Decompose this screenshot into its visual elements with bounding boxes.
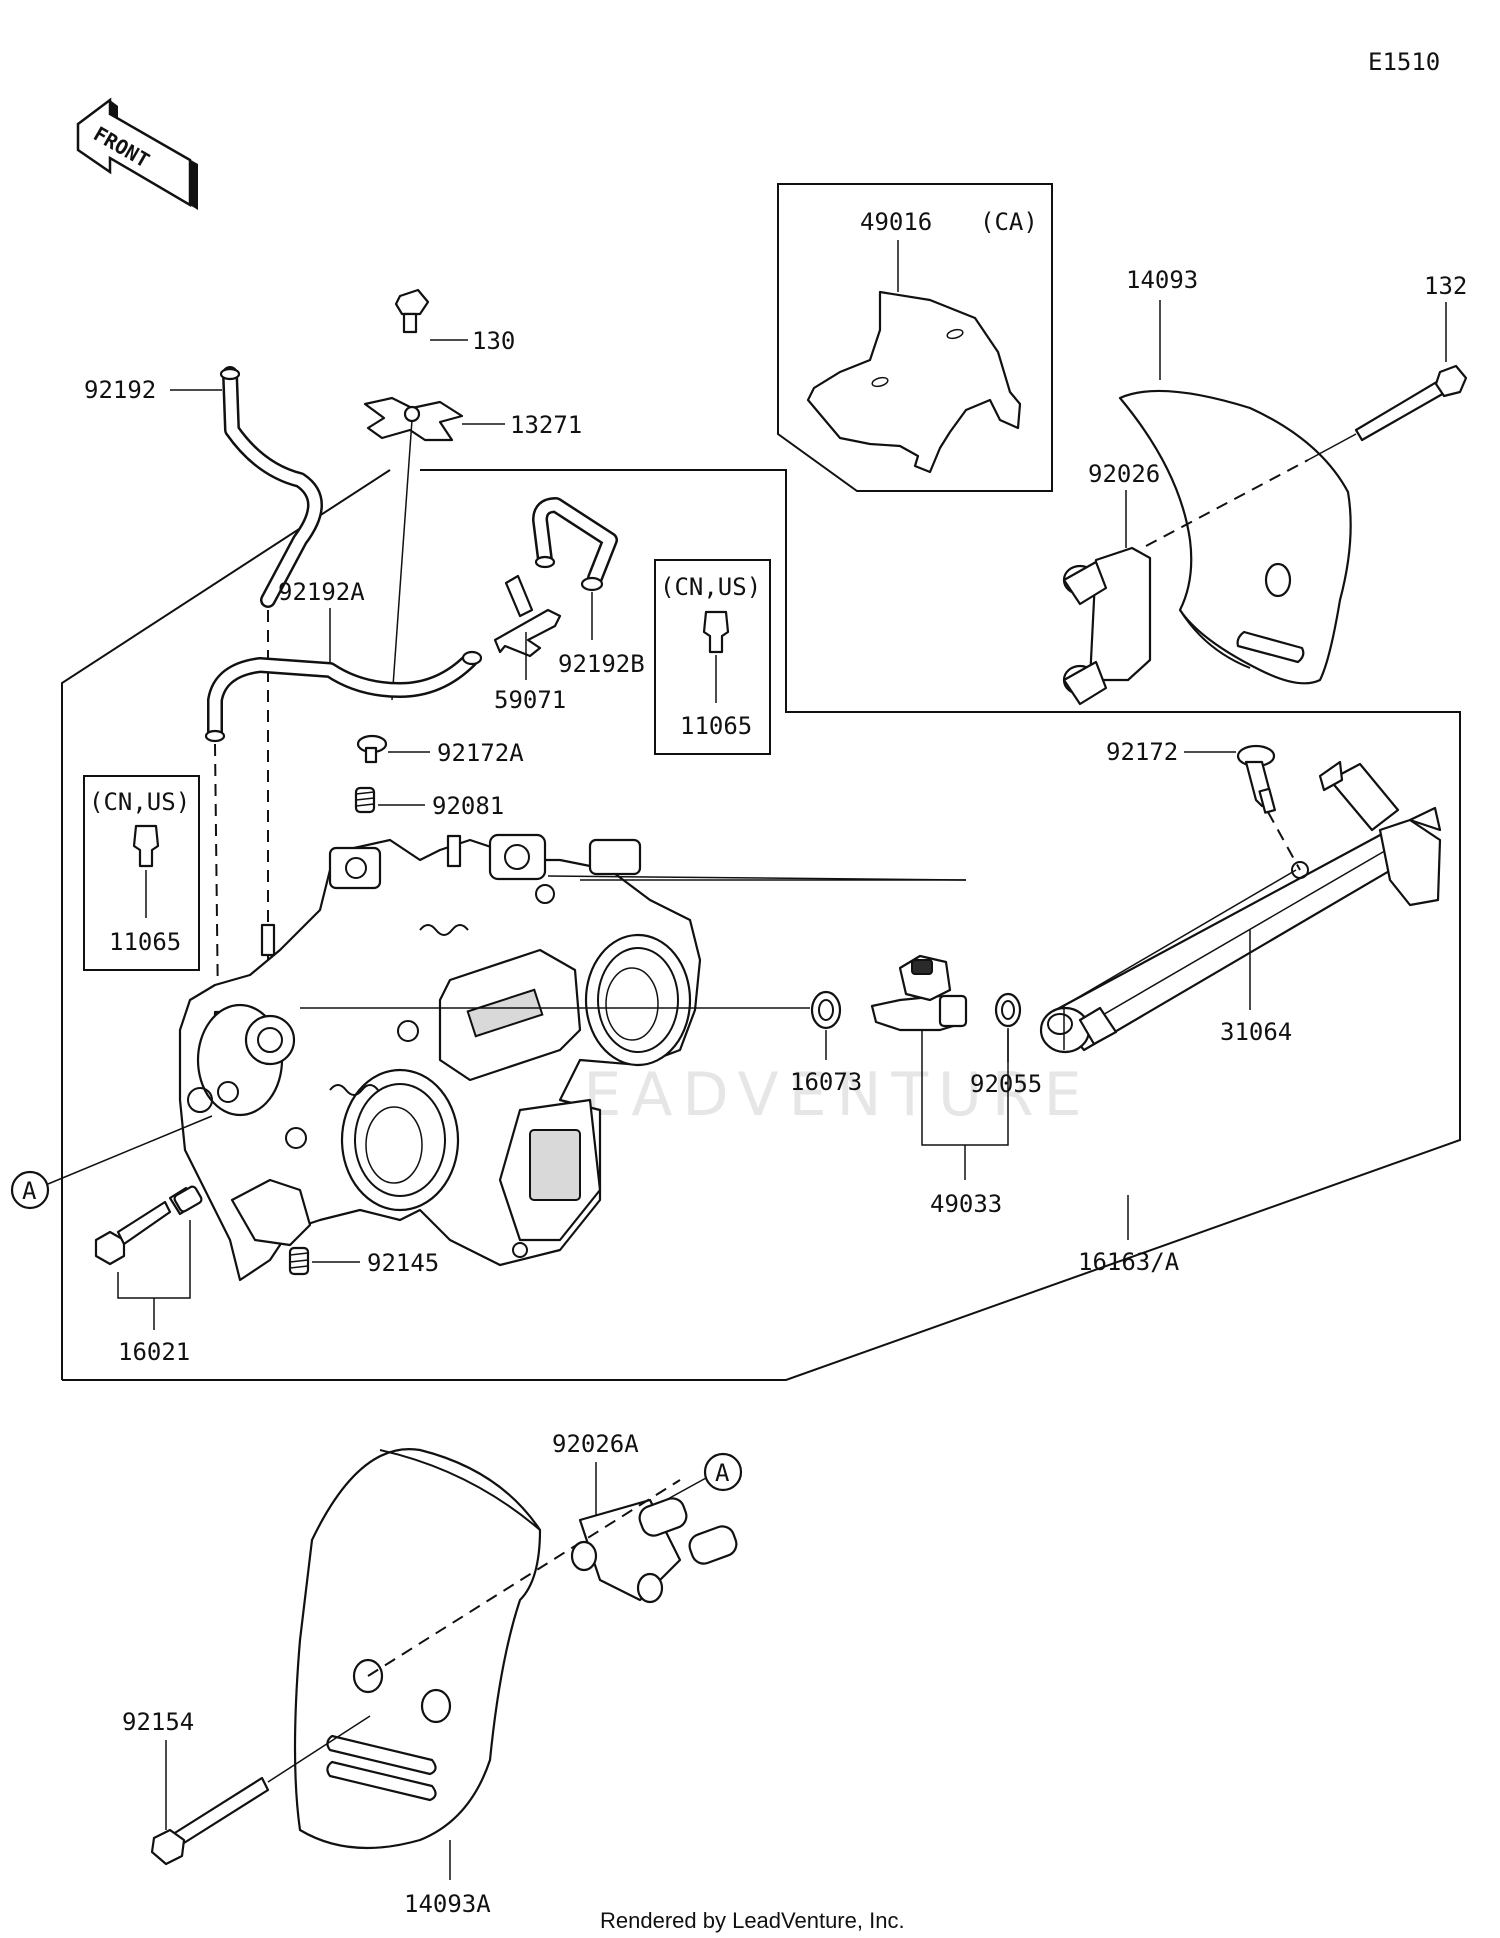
label-130: 130 bbox=[472, 327, 515, 355]
label-92145: 92145 bbox=[367, 1249, 439, 1277]
cn-us-box-left: (CN,US) 11065 bbox=[83, 775, 200, 971]
bolt-130: 130 bbox=[394, 288, 515, 355]
label-16163A: 16163/A bbox=[1078, 1248, 1180, 1276]
bolt-16021: 16021 bbox=[94, 1185, 203, 1366]
diagram-code: E1510 bbox=[1368, 48, 1440, 76]
cn-us-left-part: 11065 bbox=[109, 928, 181, 956]
cn-us-box-right: (CN,US) 11065 bbox=[654, 559, 771, 755]
label-92081: 92081 bbox=[432, 792, 504, 820]
spring-92081: 92081 bbox=[354, 786, 504, 820]
screw-92172: 92172 bbox=[1106, 738, 1301, 871]
clamp-13271: 13271 bbox=[363, 396, 582, 701]
seal-16073: 16073 bbox=[300, 990, 862, 1096]
front-arrow-icon: FRONT bbox=[76, 97, 198, 210]
throttle-body bbox=[178, 833, 702, 1282]
watermark: LEADVENTURE bbox=[540, 1060, 1092, 1130]
callout-a-right-text: A bbox=[715, 1459, 730, 1487]
bracket-49016 bbox=[806, 290, 1022, 474]
label-14093: 14093 bbox=[1126, 266, 1198, 294]
label-31064: 31064 bbox=[1220, 1018, 1292, 1046]
assembly-outline bbox=[61, 469, 1461, 1381]
shield-14093A: 14093A bbox=[293, 1448, 681, 1918]
hose-92192A: 92192A bbox=[204, 578, 483, 1011]
label-16021: 16021 bbox=[118, 1338, 190, 1366]
bolt-92154: 92154 bbox=[122, 1708, 371, 1866]
cn-us-right-note: (CN,US) bbox=[660, 573, 761, 601]
bolt-132: 132 bbox=[1145, 272, 1467, 547]
label-92192A: 92192A bbox=[278, 578, 365, 606]
ca-kit-part-label: 49016 bbox=[860, 208, 932, 236]
spring-92145: 92145 bbox=[288, 1246, 439, 1277]
hose-92192B: 92192B bbox=[532, 497, 645, 678]
callout-a-left: A bbox=[10, 1115, 213, 1210]
label-14093A: 14093A bbox=[404, 1890, 491, 1918]
cn-us-right-part: 11065 bbox=[680, 712, 752, 740]
assembly-leaders: 16163/A bbox=[547, 869, 1297, 1276]
spacer-92026: 92026 bbox=[1062, 460, 1160, 706]
label-92026A: 92026A bbox=[552, 1430, 639, 1458]
label-49033: 49033 bbox=[930, 1190, 1002, 1218]
ca-kit-note: (CA) bbox=[980, 208, 1038, 236]
injector-49033: 49033 bbox=[870, 954, 1009, 1218]
label-92192B: 92192B bbox=[558, 650, 645, 678]
screw-92172A: 92172A bbox=[356, 734, 524, 767]
label-59071: 59071 bbox=[494, 686, 566, 714]
callout-a-right: A bbox=[703, 1452, 743, 1492]
label-132: 132 bbox=[1424, 272, 1467, 300]
label-92055: 92055 bbox=[970, 1070, 1042, 1098]
shield-14093: 14093 bbox=[1118, 266, 1352, 685]
label-16073: 16073 bbox=[790, 1068, 862, 1096]
cn-us-left-note: (CN,US) bbox=[89, 788, 190, 816]
footer-credit: Rendered by LeadVenture, Inc. bbox=[600, 1908, 905, 1933]
label-92172: 92172 bbox=[1106, 738, 1178, 766]
label-92192: 92192 bbox=[84, 376, 156, 404]
delivery-pipe-31064: 31064 bbox=[1039, 760, 1442, 1054]
fitting-59071: 59071 bbox=[493, 574, 566, 714]
label-92172A: 92172A bbox=[437, 739, 524, 767]
label-92154: 92154 bbox=[122, 1708, 194, 1736]
ca-kit-box: 49016 (CA) bbox=[777, 183, 1053, 492]
spacer-92026A: 92026A bbox=[552, 1430, 738, 1604]
oring-92055: 92055 bbox=[970, 992, 1042, 1098]
label-13271: 13271 bbox=[510, 411, 582, 439]
callout-a-left-text: A bbox=[22, 1177, 37, 1205]
label-92026: 92026 bbox=[1088, 460, 1160, 488]
